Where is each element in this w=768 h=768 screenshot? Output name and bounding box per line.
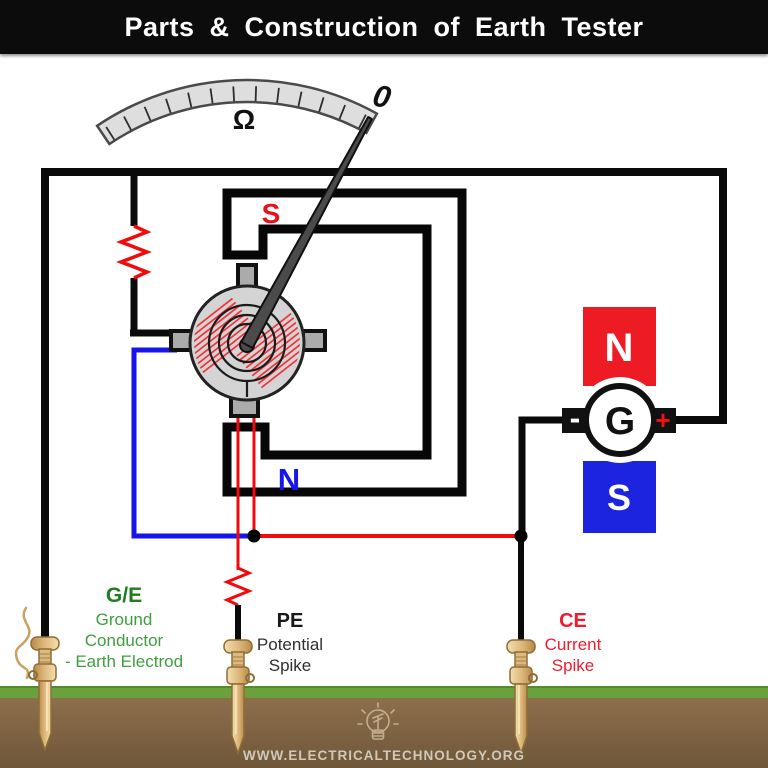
ground-electrode-label: G/E Ground Conductor - Earth Electrod bbox=[38, 583, 210, 672]
watermark: WWW.ELECTRICALTECHNOLOGY.ORG bbox=[243, 748, 525, 763]
north-label: N bbox=[605, 326, 634, 370]
pe-line2: Spike bbox=[268, 656, 312, 675]
zero-label: 0 bbox=[370, 78, 394, 116]
ge-line2: Conductor bbox=[84, 631, 164, 650]
pressure-coil-resistor bbox=[116, 224, 152, 280]
ge-line3: - Earth Electrod bbox=[64, 652, 184, 671]
junction-dot-left bbox=[247, 529, 261, 543]
lightbulb-icon bbox=[357, 702, 399, 740]
hand-generator: N S G - + bbox=[562, 307, 676, 533]
south-label: S bbox=[607, 477, 631, 518]
pole-label-n: N bbox=[278, 462, 300, 497]
field-magnet-north bbox=[583, 307, 656, 386]
pe-line1: Potential bbox=[256, 635, 324, 654]
junction-dot-right bbox=[514, 529, 528, 543]
ge-abbr: G/E bbox=[105, 584, 143, 607]
blue-wire bbox=[131, 347, 253, 539]
meter-scale: Ω 0 bbox=[95, 78, 394, 146]
meter-scale-arc bbox=[95, 78, 379, 146]
ce-line2: Spike bbox=[551, 656, 595, 675]
potential-spike-resistor bbox=[223, 566, 253, 607]
minus-sign: - bbox=[570, 400, 581, 436]
magnet-yoke bbox=[222, 188, 467, 497]
coil-spring-rings bbox=[207, 303, 287, 397]
title-bar: Parts & Construction of Earth Tester bbox=[0, 0, 768, 54]
generator-negative-wire bbox=[518, 416, 566, 538]
pole-label-s: S bbox=[262, 198, 281, 229]
outer-loop-wire bbox=[41, 168, 727, 644]
grass-strip bbox=[0, 686, 768, 700]
ce-line1: Current bbox=[544, 635, 602, 654]
generator-circle bbox=[583, 383, 657, 457]
meter-needle bbox=[239, 116, 373, 353]
current-spike-label: CE Current Spike bbox=[521, 608, 625, 676]
meter-ticks bbox=[105, 86, 367, 141]
field-magnet-south bbox=[583, 461, 656, 533]
pressure-coil-branch-wire bbox=[130, 172, 177, 337]
circuit-wiring bbox=[41, 168, 727, 646]
ground-conductor-wire bbox=[14, 606, 31, 680]
ohm-symbol: Ω bbox=[233, 104, 255, 135]
plus-sign: + bbox=[655, 405, 670, 435]
page-title: Parts & Construction of Earth Tester bbox=[124, 11, 644, 42]
potential-spike-label: PE Potential Spike bbox=[238, 608, 342, 676]
ge-line1: Ground bbox=[95, 610, 153, 629]
ce-abbr: CE bbox=[559, 610, 587, 632]
pe-abbr: PE bbox=[276, 610, 304, 632]
generator-label: G bbox=[605, 400, 635, 443]
